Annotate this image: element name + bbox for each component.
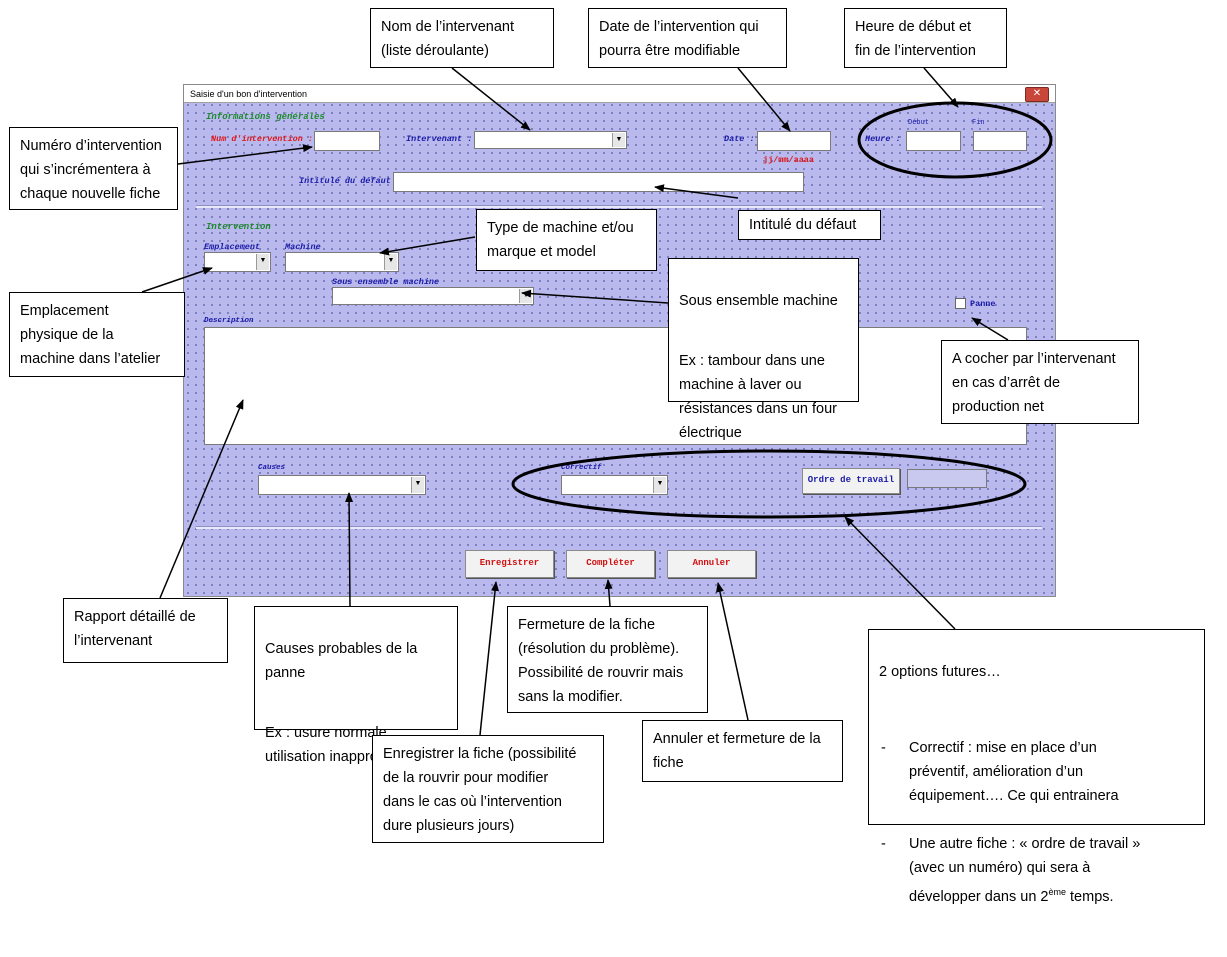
callout-options-item: Correctif : mise en place d’un préventif… — [881, 736, 1194, 808]
correctif-select[interactable]: ▼ — [561, 475, 668, 495]
callout-sous-ensemble: Sous ensemble machine Ex : tambour dans … — [668, 258, 859, 441]
chevron-down-icon[interactable]: ▼ — [256, 254, 269, 270]
panne-label: Panne — [970, 299, 996, 309]
callout-fermeture: Fermeture de la fiche (résolution du pro… — [507, 606, 708, 713]
callout-intervenant: Nom de l’intervenant (liste déroulante) — [370, 8, 554, 68]
debut-label: Début — [908, 119, 930, 127]
callout-rapport: Rapport détaillé de l’intervenant — [63, 598, 228, 663]
callout-options-item2-post: temps. — [1066, 888, 1114, 905]
emplacement-select[interactable]: ▼ — [204, 252, 271, 272]
heure-fin-field[interactable] — [973, 131, 1027, 151]
intervenant-label: Intervenant : — [406, 134, 473, 144]
callout-sous-ensemble-title: Sous ensemble machine — [679, 293, 838, 309]
causes-label: Causes — [258, 464, 286, 472]
intervenant-select[interactable]: ▼ — [474, 131, 627, 149]
chevron-down-icon[interactable]: ▼ — [612, 133, 625, 147]
chevron-down-icon[interactable]: ▼ — [384, 254, 397, 270]
ordre-de-travail-button[interactable]: Ordre de travail — [802, 468, 900, 494]
num-intervention-field[interactable] — [314, 131, 380, 151]
callout-date: Date de l’intervention qui pourra être m… — [588, 8, 787, 68]
arrow-enregistrer — [479, 581, 500, 736]
enregistrer-button[interactable]: Enregistrer — [465, 550, 554, 578]
separator — [196, 526, 1042, 529]
callout-options-item2-sup: ème — [1048, 887, 1066, 897]
intervention-form-dialog: Saisie d'un bon d'intervention ✕ Informa… — [183, 84, 1056, 597]
sous-ensemble-label: Sous ensemble machine — [332, 277, 440, 287]
callout-enregistrer: Enregistrer la fiche (possibilité de la … — [372, 735, 604, 843]
description-textarea[interactable] — [204, 327, 1027, 445]
callout-annuler: Annuler et fermeture de la fiche — [642, 720, 843, 782]
fin-label: Fin — [972, 119, 985, 127]
heure-label: Heure : — [865, 134, 901, 144]
chevron-down-icon[interactable]: ▼ — [411, 477, 424, 493]
close-icon[interactable]: ✕ — [1025, 87, 1049, 102]
callout-options-item: Une autre fiche : « ordre de travail » (… — [881, 832, 1194, 909]
annuler-button[interactable]: Annuler — [667, 550, 756, 578]
dialog-title: Saisie d'un bon d'intervention — [190, 89, 308, 99]
separator — [196, 205, 1042, 208]
arrow-annuler — [716, 582, 749, 721]
callout-emplacement: Emplacement physique de la machine dans … — [9, 292, 185, 377]
emplacement-label: Emplacement — [204, 242, 261, 252]
intitule-label: Intitulé du défaut — [299, 176, 391, 186]
date-field[interactable] — [757, 131, 831, 151]
chevron-down-icon[interactable]: ▼ — [653, 477, 666, 493]
group-title-intervention: Intervention — [206, 222, 271, 232]
callout-type-machine: Type de machine et/ou marque et model — [476, 209, 657, 271]
description-label: Description — [204, 317, 254, 325]
panne-checkbox[interactable] — [955, 298, 966, 309]
sous-ensemble-select[interactable]: ▼ — [332, 287, 534, 305]
callout-numero: Numéro d’intervention qui s’incrémentera… — [9, 127, 178, 210]
num-intervention-label: Num d'intervention : — [211, 134, 314, 144]
chevron-down-icon[interactable]: ▼ — [519, 289, 532, 303]
callout-sous-ensemble-text: Ex : tambour dans une machine à laver ou… — [679, 353, 837, 441]
callout-options-list: Correctif : mise en place d’un préventif… — [879, 712, 1194, 933]
ordre-de-travail-field[interactable] — [907, 469, 987, 488]
completer-button[interactable]: Compléter — [566, 550, 655, 578]
callout-options: 2 options futures… Correctif : mise en p… — [868, 629, 1205, 905]
causes-select[interactable]: ▼ — [258, 475, 426, 495]
date-format-hint: jj/mm/aaaa — [763, 155, 815, 165]
group-title-general: Informations générales — [206, 112, 325, 122]
callout-options-title: 2 options futures… — [879, 664, 1001, 680]
callout-causes: Causes probables de la panne Ex : usure … — [254, 606, 458, 765]
dialog-titlebar: Saisie d'un bon d'intervention ✕ — [184, 85, 1055, 103]
intitule-field[interactable] — [393, 172, 804, 192]
callout-intitule: Intitulé du défaut — [738, 210, 881, 240]
callout-heure: Heure de début et fin de l’intervention — [844, 8, 1007, 68]
callout-panne: A cocher par l’intervenant en cas d’arrê… — [941, 340, 1139, 424]
callout-causes-title: Causes probables de la panne — [265, 641, 418, 681]
machine-label: Machine — [285, 242, 321, 252]
machine-select[interactable]: ▼ — [285, 252, 399, 272]
date-label: Date : — [724, 134, 755, 144]
correctif-label: Correctif — [561, 464, 602, 472]
heure-debut-field[interactable] — [906, 131, 961, 151]
